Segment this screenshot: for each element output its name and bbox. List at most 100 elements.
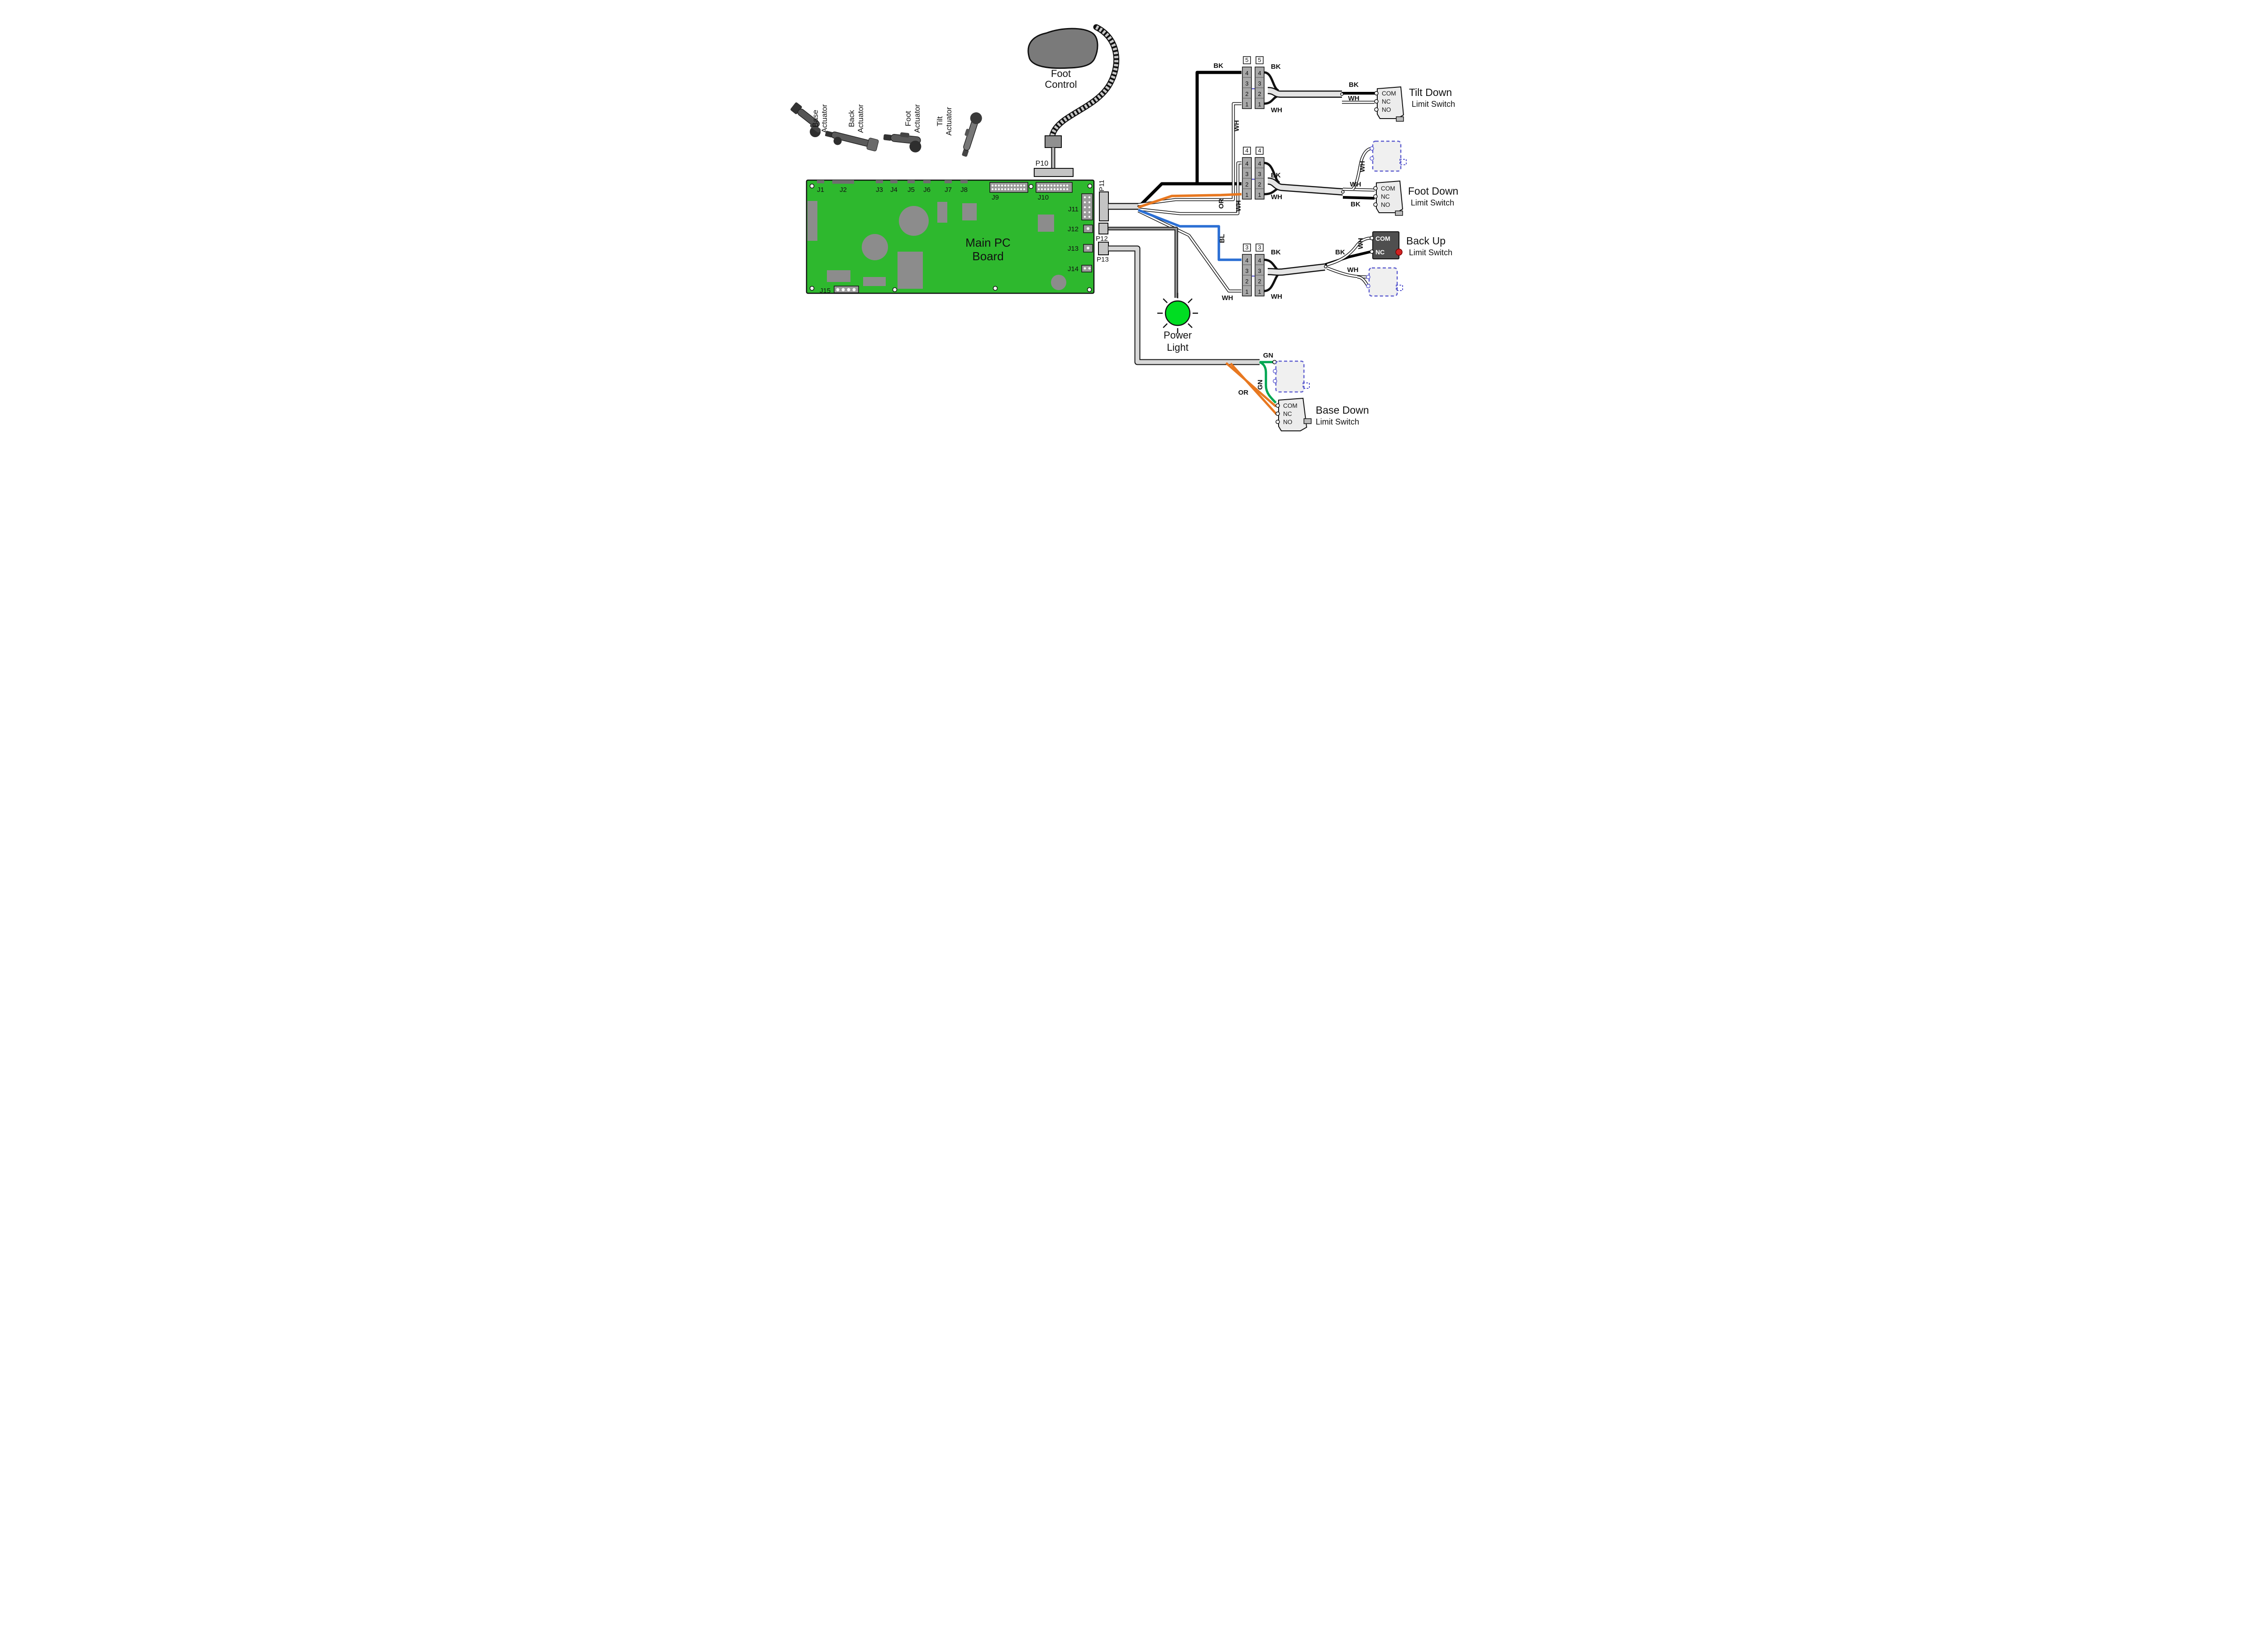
- tag-right: 5: [1258, 57, 1261, 63]
- board-top-jack-tabs: [817, 180, 968, 184]
- jack-label-j5: J5: [907, 186, 915, 194]
- j15-jack: [834, 286, 859, 293]
- base-actuator-label-1: Base: [811, 110, 820, 128]
- pin: 2: [1258, 91, 1261, 97]
- pin: 4: [1258, 70, 1261, 76]
- pin: 3: [1245, 267, 1248, 274]
- terminal-dots: [1324, 92, 1345, 268]
- back-switch-title: Back Up: [1406, 235, 1446, 247]
- j11-pin-header: [1081, 193, 1093, 220]
- wire-label-wh-foot: WH: [1350, 181, 1361, 188]
- jack-label-j4: J4: [890, 186, 898, 194]
- wire-label-or: OR: [1217, 199, 1225, 209]
- tilt-terminal-no: NO: [1382, 106, 1391, 113]
- pin: 4: [1245, 160, 1248, 167]
- j9-pin-header: [989, 182, 1028, 193]
- power-light-wire: [1108, 227, 1178, 298]
- pin: 1: [1245, 101, 1248, 108]
- white-wire-bottom: [1138, 211, 1241, 291]
- pin: 3: [1245, 80, 1248, 87]
- base-switch-subtitle: Limit Switch: [1316, 417, 1359, 426]
- tilt-switch-subtitle: Limit Switch: [1412, 100, 1455, 109]
- foot-control-label-1: Foot: [1051, 68, 1071, 79]
- tilt-actuator-label-1: Tilt: [936, 116, 944, 126]
- board-mounting-holes: [809, 183, 1093, 292]
- pin: 1: [1258, 288, 1261, 295]
- wire-label-bk-foot: BK: [1351, 201, 1361, 208]
- base-terminal-com: COM: [1283, 402, 1298, 409]
- jack-label-j9: J9: [992, 194, 999, 201]
- power-light-label-1: Power: [1164, 329, 1192, 341]
- power-light-label-2: Light: [1167, 342, 1189, 353]
- tag-left: 3: [1245, 244, 1248, 251]
- pin: 2: [1245, 278, 1248, 285]
- back-switch-subtitle: Limit Switch: [1409, 248, 1452, 257]
- foot-bk-wire: [1342, 196, 1375, 200]
- pin: 3: [1258, 80, 1261, 87]
- black-wire-main: [1137, 71, 1241, 209]
- back-ghost-switch: [1366, 267, 1403, 297]
- board-components: [807, 201, 1066, 290]
- wire-label-bl: BL: [1218, 234, 1226, 243]
- foot-switch-subtitle: Limit Switch: [1411, 198, 1454, 207]
- p10-connector: [1034, 168, 1074, 177]
- foot-terminal-com: COM: [1381, 185, 1395, 192]
- base-down-limit-switch: COM NC NO: [1275, 397, 1312, 431]
- pin: 3: [1258, 267, 1261, 274]
- wiring-diagram: Base Actuator Back Actuator Foot Actuato…: [782, 0, 1481, 448]
- white-wire-middle: [1138, 163, 1241, 214]
- wire-label-or-base: OR: [1238, 389, 1249, 396]
- jack-label-j10: J10: [1038, 194, 1049, 201]
- jack-label-j1: J1: [817, 186, 824, 194]
- jack-label-j3: J3: [876, 186, 883, 194]
- white-wire-top: [1138, 104, 1241, 205]
- tilt-switch-title: Tilt Down: [1409, 86, 1452, 98]
- wire-label-gn-2: GN: [1256, 380, 1264, 390]
- connector-group-foot: 4 4 4 3 2 1 4 3 2 1: [1242, 147, 1265, 200]
- j13-pin: [1087, 247, 1089, 249]
- wire-label-gn-1: GN: [1263, 352, 1274, 359]
- pin: 3: [1245, 171, 1248, 177]
- jack-label-j12: J12: [1068, 225, 1079, 233]
- foot-actuator-label-1: Foot: [904, 111, 912, 126]
- wire-label-wh-g2-right: WH: [1271, 193, 1282, 201]
- pin: 1: [1245, 191, 1248, 198]
- j10-pin-header: [1036, 182, 1073, 193]
- pin: 4: [1258, 160, 1261, 167]
- back-actuator-icon: [825, 131, 879, 152]
- board-title-1: Main PC: [965, 236, 1011, 249]
- wire-label-wh-mid: WH: [1235, 201, 1242, 212]
- cord-connector: [1045, 135, 1062, 148]
- pin: 2: [1245, 181, 1248, 188]
- wire-label-wh-foot-ghost: WH: [1359, 161, 1366, 172]
- wire-label-wh-g3-right: WH: [1271, 293, 1282, 301]
- orange-wire-base-2: [1230, 363, 1278, 415]
- foot-wh-wire: [1343, 189, 1375, 190]
- base-switch-title: Base Down: [1316, 404, 1369, 416]
- base-actuator-icon: [790, 102, 821, 138]
- wire-label-bk-back: BK: [1335, 248, 1345, 256]
- wire-label-bk-tilt: BK: [1349, 81, 1359, 89]
- connector-group-back: 3 3 4 3 2 1 4 3 2 1: [1242, 244, 1265, 296]
- pin: 4: [1245, 70, 1248, 76]
- tilt-actuator-label-2: Actuator: [945, 107, 953, 136]
- foot-control-illustration: [1027, 28, 1098, 69]
- jack-label-j11: J11: [1068, 205, 1079, 213]
- p12-label: P12: [1096, 235, 1108, 243]
- pin: 2: [1258, 278, 1261, 285]
- tag-right: 4: [1258, 147, 1261, 154]
- pin: 2: [1258, 181, 1261, 188]
- connector-group-tilt: 5 5 4 3 2 1 4 3 2 1: [1242, 56, 1265, 109]
- jack-label-j13: J13: [1068, 245, 1079, 253]
- wire-label-wh-back: WH: [1357, 238, 1365, 249]
- wire-label-bk-g3-right: BK: [1271, 248, 1281, 256]
- p11-connector: [1099, 191, 1109, 221]
- pin: 1: [1258, 191, 1261, 198]
- pin: 4: [1245, 257, 1248, 264]
- power-light-rays: [1157, 293, 1198, 334]
- jack-label-j15: J15: [820, 287, 831, 295]
- base-actuator-label-2: Actuator: [820, 104, 829, 133]
- tag-left: 5: [1245, 57, 1248, 63]
- p12-connector: [1098, 223, 1108, 234]
- wire-label-wh-tilt: WH: [1348, 95, 1360, 102]
